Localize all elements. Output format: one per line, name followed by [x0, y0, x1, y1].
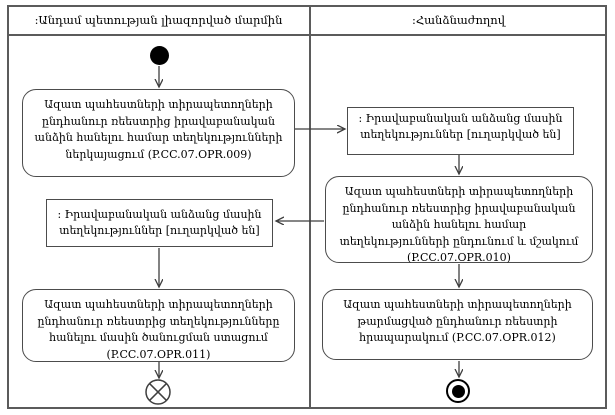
swimlane-header-left: :Անդամ պետության լիազորված մարմին: [7, 5, 310, 36]
activity-final-node-icon: [446, 379, 470, 403]
swimlane-header-right: :Հանձնաժողով: [310, 5, 607, 36]
object-right-label: : Իրավաբանական անձանց մասին տեղեկություն…: [358, 111, 563, 142]
activity-opr009-label: Ազատ պահեստների տիրապետողների ընդհանուր …: [34, 98, 283, 161]
object-node-info-sent-right: : Իրավաբանական անձանց մասին տեղեկություն…: [347, 107, 574, 155]
activity-node-opr009: Ազատ պահեստների տիրապետողների ընդհանուր …: [22, 89, 295, 177]
swimlane-title-authorized-body: :Անդամ պետության լիազորված մարմին: [34, 12, 283, 27]
activity-opr011-label: Ազատ պահեստների տիրապետողների ընդհանուր …: [37, 298, 280, 361]
initial-node-icon: [150, 46, 169, 65]
activity-opr010-label: Ազատ պահեստների տիրապետողների ընդհանուր …: [339, 185, 579, 264]
diagram-border: [7, 5, 607, 409]
activity-opr012-label: Ազատ պահեստների տիրապետողների թարմացված …: [343, 298, 572, 344]
object-left-label: : Իրավաբանական անձանց մասին տեղեկություն…: [57, 207, 262, 238]
activity-node-opr011: Ազատ պահեստների տիրապետողների ընդհանուր …: [22, 289, 295, 362]
flow-final-node-icon: [145, 379, 171, 405]
object-node-info-sent-left: : Իրավաբանական անձանց մասին տեղեկություն…: [46, 199, 273, 247]
activity-node-opr012: Ազատ պահեստների տիրապետողների թարմացված …: [322, 289, 593, 360]
swimlane-title-commission: :Հանձնաժողով: [411, 12, 506, 27]
activity-node-opr010: Ազատ պահեստների տիրապետողների ընդհանուր …: [325, 176, 593, 264]
activity-final-node-dot: [451, 384, 465, 398]
swimlane-divider: [309, 5, 311, 409]
